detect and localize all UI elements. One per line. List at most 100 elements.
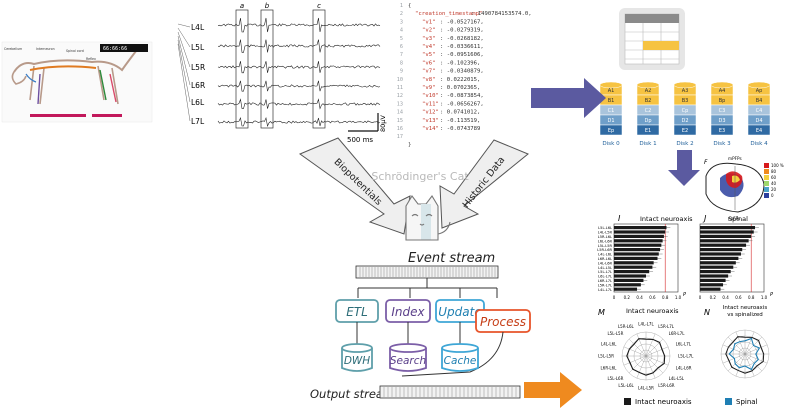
- bar-category-label: L6R-L6L: [598, 257, 612, 261]
- emg-window-a: [235, 9, 249, 129]
- json-key: "v4": [422, 44, 435, 50]
- bar: [700, 283, 724, 287]
- radar-spoke: [645, 355, 664, 374]
- code-line-number: 5: [400, 36, 403, 42]
- bar-category-label: L4L-L7L: [598, 288, 612, 292]
- heat-legend-label: 100 %: [771, 163, 784, 168]
- bar-category-label: L6L-L6R: [598, 239, 613, 243]
- disk-label: Disk 3: [713, 141, 731, 147]
- json-key: "v10": [422, 93, 439, 99]
- disk-cell: Bp: [719, 98, 726, 104]
- code-line-number: 13: [397, 101, 403, 107]
- bar-category-label: L5R-L6L: [598, 235, 612, 239]
- panel-i-p-label: P: [683, 292, 686, 298]
- radar-axis-label: L5R-L6L: [618, 324, 635, 329]
- code-line-number: 7: [400, 52, 403, 58]
- bar: [614, 252, 659, 256]
- disk-cell: E4: [756, 128, 762, 134]
- bar: [614, 239, 663, 243]
- radar-axis-label: L4L-L5L: [669, 376, 685, 381]
- bar-tick-label: 0.4: [636, 295, 643, 300]
- svg-text:Cerebellum: Cerebellum: [4, 47, 22, 51]
- amplitude-scale-label: 80μV: [379, 115, 387, 132]
- radar-spoke: [744, 344, 768, 355]
- json-key: "v6": [422, 60, 435, 66]
- radar-spoke: [645, 338, 664, 357]
- json-key: "v2": [422, 28, 435, 34]
- heat-legend-label: 40: [771, 181, 777, 186]
- json-value: : -0.0336611,: [440, 44, 484, 50]
- cache-label: Cache: [444, 355, 477, 367]
- json-key: "v5": [422, 52, 435, 58]
- panel-n-letter: N: [704, 308, 710, 317]
- emg-marker-c: c: [317, 2, 321, 10]
- bar: [614, 261, 654, 265]
- emg-trace: [217, 39, 381, 53]
- radar-spoke: [636, 333, 647, 357]
- emg-channel-label: L6R: [191, 81, 205, 90]
- bar-tick-label: 0.2: [624, 295, 631, 300]
- disk-cell: C2: [645, 108, 652, 114]
- disk-label: Disk 0: [602, 141, 620, 147]
- bar-tick-label: 0.6: [735, 295, 742, 300]
- emg-channel-label: L5L: [191, 43, 205, 52]
- disk-cell: C1: [608, 108, 615, 114]
- disk-label: Disk 1: [639, 141, 657, 147]
- code-line-number: 11: [397, 85, 403, 91]
- json-key: "v3": [422, 36, 435, 42]
- bar-pair-labels: L5L-L6LL4L-L5RL5R-L6LL6L-L6RL5L-L5RL5R-L…: [597, 226, 612, 292]
- heat-legend-swatch: [764, 175, 769, 180]
- radar-axis-label: L4L-L5R: [638, 386, 654, 391]
- radar-axis-label: L5L-L5R: [598, 354, 614, 359]
- heat-legend-swatch: [764, 181, 769, 186]
- legend-intact-label: Intact neuroaxis: [635, 398, 692, 406]
- radar-axis-label: L4L-L6R: [676, 366, 692, 371]
- disk-cell: D3: [718, 118, 725, 124]
- radar-axis-label: L5L-L5R: [607, 331, 623, 336]
- radar-axis-label: L4L-L7L: [638, 322, 654, 327]
- bar: [700, 278, 726, 282]
- bar: [700, 261, 736, 265]
- json-value: : -0.102396,: [440, 60, 480, 66]
- radar-spoke: [645, 346, 669, 357]
- bar: [700, 274, 729, 278]
- bar: [614, 287, 638, 291]
- code-line-number: 3: [400, 19, 403, 25]
- radar-series-spinal: [728, 337, 761, 371]
- disk-cell: B2: [645, 98, 652, 104]
- disk-label: Disk 2: [676, 141, 693, 147]
- json-key: "v11": [422, 101, 439, 107]
- json-value: : -0.0873854,: [440, 93, 484, 99]
- disk-cell: B4: [756, 98, 763, 104]
- emg-window-c: [312, 9, 326, 129]
- heat-legend-swatch: [764, 163, 769, 168]
- disk-cell: E2: [682, 128, 688, 134]
- bar: [614, 243, 662, 247]
- index-label: Index: [391, 305, 425, 319]
- emg-channel-label: L5R: [191, 63, 205, 72]
- radar-spoke: [628, 355, 647, 374]
- dwh-store: DWH: [341, 343, 373, 372]
- panel-n-title-line1: Intact neuroaxis: [723, 305, 768, 311]
- disk-label: Disk 4: [750, 141, 768, 147]
- code-line-number: 12: [397, 93, 403, 99]
- json-key: "v14": [422, 126, 439, 132]
- disk-cell: B3: [682, 98, 689, 104]
- radar-axis-label: L6L-L7L: [676, 341, 692, 346]
- bar-category-label: L4L-L6L: [598, 253, 612, 257]
- heat-legend-swatch: [764, 187, 769, 192]
- heat-legend-label: 0: [771, 193, 774, 198]
- disk-cell: Ap: [756, 88, 763, 94]
- arrow-database-to-analysis: [668, 150, 700, 186]
- panel-j-p-label: P: [770, 292, 773, 298]
- json-key: "v13": [422, 118, 439, 124]
- json-value: : -0.0656267,: [440, 101, 484, 107]
- code-line-number: 4: [400, 28, 403, 34]
- disk-cell: C3: [719, 108, 726, 114]
- cat-anatomy-illustration: 66:66:66 Cerebellum Interneuron Spinal c…: [1, 41, 153, 123]
- bar-tick-label: 0.4: [722, 295, 729, 300]
- emg-marker-a: a: [240, 2, 244, 10]
